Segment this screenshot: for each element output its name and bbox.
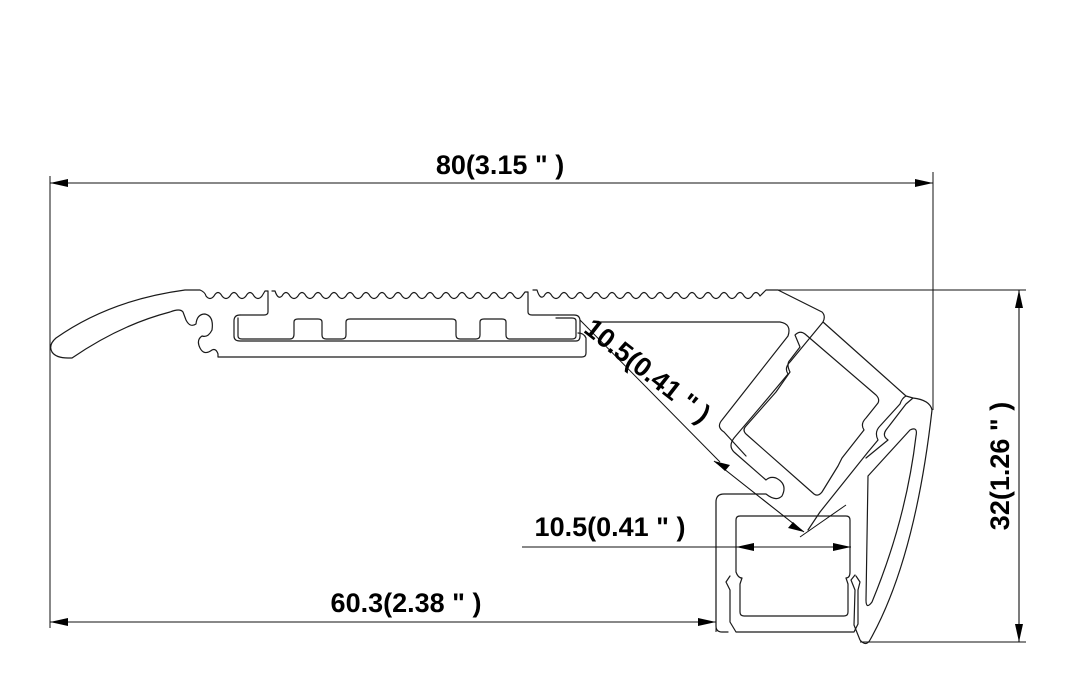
overall-height-label: 32(1.26 " ) [985, 402, 1015, 530]
offset-label: 60.3(2.38 " ) [331, 588, 482, 618]
diagonal-led-channel [743, 331, 880, 496]
dim-diagonal-channel: 10.5(0.41 " ) [579, 313, 805, 533]
dim-offset-bottom-channel: 60.3(2.38 " ) [50, 588, 716, 626]
profile-triangle-hollow [594, 321, 790, 457]
profile-outer-contour [50, 289, 933, 645]
diagonal-channel-walls [715, 321, 914, 633]
diagonal-channel-label: 10.5(0.41 " ) [579, 313, 716, 430]
profile-outline [50, 289, 933, 645]
profile-nose-lower [51, 309, 587, 359]
bottom-led-channel [725, 515, 861, 633]
extension-lines [49, 172, 1026, 643]
profile-inner-slot [233, 314, 581, 342]
dim-overall-width: 80(3.15 " ) [50, 150, 933, 187]
dim-overall-height: 32(1.26 " ) [985, 290, 1023, 642]
bottom-channel-label: 10.5(0.41 " ) [535, 512, 686, 542]
side-fin-hollow [865, 428, 917, 607]
overall-width-label: 80(3.15 " ) [436, 150, 564, 180]
dim-bottom-channel: 10.5(0.41 " ) [522, 512, 851, 551]
